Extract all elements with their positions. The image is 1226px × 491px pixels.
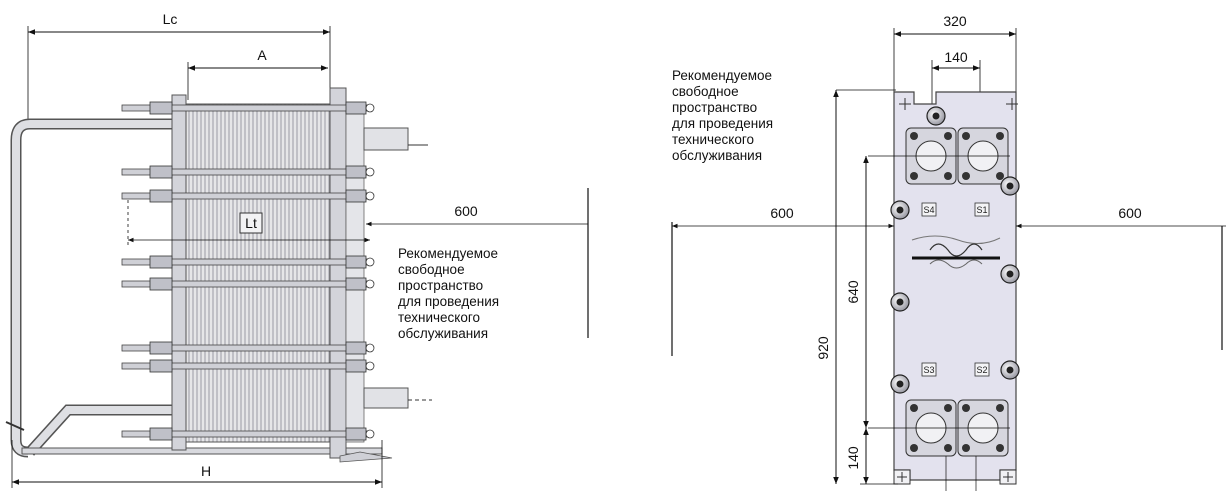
frame-plate-pressure: [329, 87, 347, 459]
service-clearance-left: 600: [671, 205, 894, 356]
tie-bolt: [121, 427, 375, 441]
logo-emblem: [911, 235, 1001, 269]
dimension-lt: Lt: [127, 200, 370, 246]
tie-bolt: [121, 255, 375, 269]
dimension-140-top-label: 140: [944, 49, 968, 65]
dimension-lt-label: Lt: [245, 215, 257, 231]
port-tag-s3: S3: [921, 362, 937, 377]
connection-pipe: [5, 118, 172, 458]
dimension-140-bottom: 140: [845, 428, 898, 485]
frame-plate-fixed: [171, 94, 187, 451]
dimension-920-label: 920: [815, 336, 831, 360]
center-lines: [836, 89, 1010, 491]
tie-bolt: [121, 277, 375, 291]
dimension-320-label: 320: [943, 13, 967, 29]
service-space-note-front: Рекомендуемое свободное пространство для…: [672, 68, 777, 163]
service-clearance-right: 600: [366, 188, 589, 338]
tie-bolt: [121, 359, 375, 373]
dimension-a-label: A: [257, 47, 267, 63]
nozzle-upper: [363, 127, 428, 151]
side-view: Lc A: [5, 11, 589, 488]
port-tag-s4: S4: [921, 202, 937, 217]
support-feet: [893, 469, 1017, 485]
tie-bolt: [121, 189, 375, 203]
svg-text:S3: S3: [923, 365, 934, 375]
nozzle-lower: [363, 387, 432, 409]
dimension-h: H: [11, 440, 383, 488]
service-clearance-right-front: 600: [1016, 205, 1226, 350]
dimension-h-label: H: [201, 463, 211, 479]
port-tag-s1: S1: [974, 202, 990, 217]
dimension-140-bottom-label: 140: [845, 446, 861, 470]
dimension-140-top: 140: [931, 49, 981, 112]
clearance-600-right-label: 600: [1118, 205, 1142, 221]
dimension-lc-label: Lc: [163, 11, 178, 27]
dimension-320: 320: [893, 13, 1017, 92]
base-rail: [21, 447, 383, 455]
dimension-lc: Lc: [27, 11, 331, 125]
service-space-note: Рекомендуемое свободное пространство для…: [398, 246, 503, 341]
tie-bolts: [121, 101, 375, 441]
tie-bolt: [121, 341, 375, 355]
front-view: 320 140: [671, 13, 1226, 491]
tie-bolt: [121, 165, 375, 179]
svg-text:S1: S1: [976, 205, 987, 215]
front-bolts: [890, 106, 1020, 394]
clearance-600-label: 600: [454, 203, 478, 219]
dimension-640-label: 640: [845, 280, 861, 304]
dimension-640: 640: [845, 156, 869, 428]
tie-bolt: [121, 101, 375, 115]
dimension-a: A: [187, 47, 328, 100]
plate-pack: [185, 103, 331, 443]
clearance-600-left-label: 600: [770, 205, 794, 221]
port-tag-s2: S2: [974, 362, 990, 377]
svg-text:S4: S4: [923, 205, 934, 215]
svg-text:S2: S2: [976, 365, 987, 375]
dimension-920: 920: [815, 90, 839, 484]
corner-marks: [899, 98, 1018, 110]
